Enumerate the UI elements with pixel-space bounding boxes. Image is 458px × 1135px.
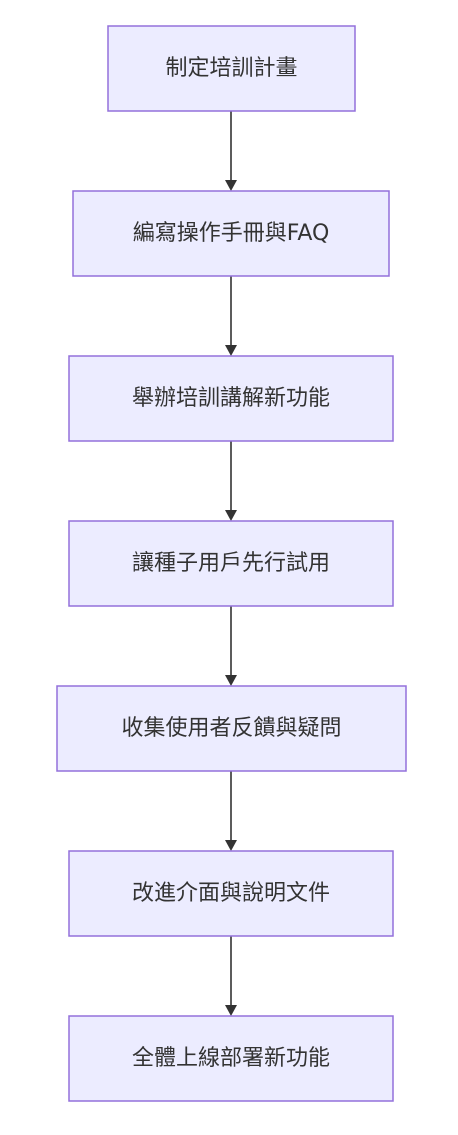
flow-node-6: 改進介面與說明文件 (68, 850, 394, 937)
node-box-6 (68, 850, 394, 937)
edge-arrow-5 (225, 771, 237, 851)
node-label-7: 全體上線部署新功能 (132, 1046, 330, 1071)
node-label-2: 編寫操作手冊與FAQ (133, 221, 330, 246)
arrowhead-icon (225, 675, 237, 686)
node-label-4: 讓種子用戶先行試用 (132, 551, 330, 576)
node-label-3: 舉辦培訓講解新功能 (132, 386, 330, 411)
edge-arrow-1 (225, 111, 237, 191)
node-label-1: 制定培訓計畫 (165, 56, 297, 81)
node-box-4 (68, 520, 394, 607)
node-box-5 (56, 685, 407, 772)
node-label-5: 收集使用者反饋與疑問 (121, 716, 341, 741)
arrowhead-icon (225, 180, 237, 191)
arrowhead-icon (225, 510, 237, 521)
arrowhead-icon (225, 1005, 237, 1016)
nodes-layer: 制定培訓計畫 編寫操作手冊與FAQ 舉辦培訓講解新功能 讓種子用戶先行試用 收集… (56, 25, 407, 1102)
edge-arrow-6 (225, 936, 237, 1016)
edge-arrow-3 (225, 441, 237, 521)
edge-arrow-2 (225, 276, 237, 356)
node-box-1 (107, 25, 356, 112)
node-box-3 (68, 355, 394, 442)
flow-node-2: 編寫操作手冊與FAQ (72, 190, 390, 277)
flow-node-7: 全體上線部署新功能 (68, 1015, 394, 1102)
flow-node-4: 讓種子用戶先行試用 (68, 520, 394, 607)
edges-layer (225, 111, 237, 1016)
flow-node-3: 舉辦培訓講解新功能 (68, 355, 394, 442)
flow-node-1: 制定培訓計畫 (107, 25, 356, 112)
arrowhead-icon (225, 345, 237, 356)
node-box-2 (72, 190, 390, 277)
edge-arrow-4 (225, 606, 237, 686)
node-label-6: 改進介面與說明文件 (132, 881, 330, 906)
node-box-7 (68, 1015, 394, 1102)
arrowhead-icon (225, 840, 237, 851)
flow-node-5: 收集使用者反饋與疑問 (56, 685, 407, 772)
